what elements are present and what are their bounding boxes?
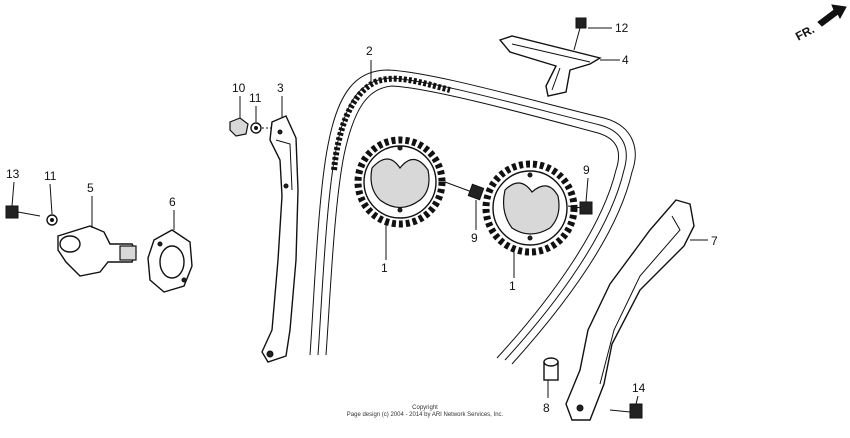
lower-chain-guide <box>565 199 695 421</box>
front-direction-arrow-icon: FR. <box>793 4 847 44</box>
copyright-title: Copyright <box>412 405 438 411</box>
callout-10: 10 <box>232 81 246 95</box>
callout-12: 12 <box>615 21 629 35</box>
upper-chain-guide <box>498 35 602 97</box>
tensioner-arm <box>261 115 299 363</box>
copyright-notice: Page design (c) 2004 - 2014 by ARI Netwo… <box>347 412 504 418</box>
tensioner-gasket <box>147 229 193 293</box>
callout-7: 7 <box>711 234 718 248</box>
tensioner-bolt <box>5 205 41 219</box>
callout-leaders <box>11 27 708 405</box>
callout-14: 14 <box>632 381 646 395</box>
callout-3: 3 <box>277 81 284 95</box>
callout-5: 5 <box>87 181 94 195</box>
callout-1-right: 1 <box>509 279 516 293</box>
tensioner-body <box>57 225 137 277</box>
pivot-nut <box>229 117 249 137</box>
guide-bolt <box>573 17 587 51</box>
callout-9-left: 9 <box>471 231 478 245</box>
cam-sprocket-left <box>354 136 446 228</box>
callout-13: 13 <box>6 167 20 181</box>
callout-8: 8 <box>543 401 550 415</box>
sprocket-bolt-left <box>444 181 485 201</box>
callout-11-upper: 11 <box>249 91 262 105</box>
tensioner-washer <box>46 214 58 226</box>
pivot-washer <box>250 122 262 134</box>
callout-4: 4 <box>622 53 629 67</box>
callout-2: 2 <box>366 44 373 58</box>
fr-label: FR. <box>793 22 817 43</box>
callout-1-left: 1 <box>381 261 388 275</box>
timing-chain <box>309 69 636 365</box>
callout-11-lower: 11 <box>44 169 57 183</box>
guide-bolt-lower <box>609 403 643 419</box>
callout-9-right: 9 <box>583 163 590 177</box>
cam-sprocket-right <box>482 160 578 256</box>
guide-pin <box>543 357 559 381</box>
callout-6: 6 <box>169 195 176 209</box>
